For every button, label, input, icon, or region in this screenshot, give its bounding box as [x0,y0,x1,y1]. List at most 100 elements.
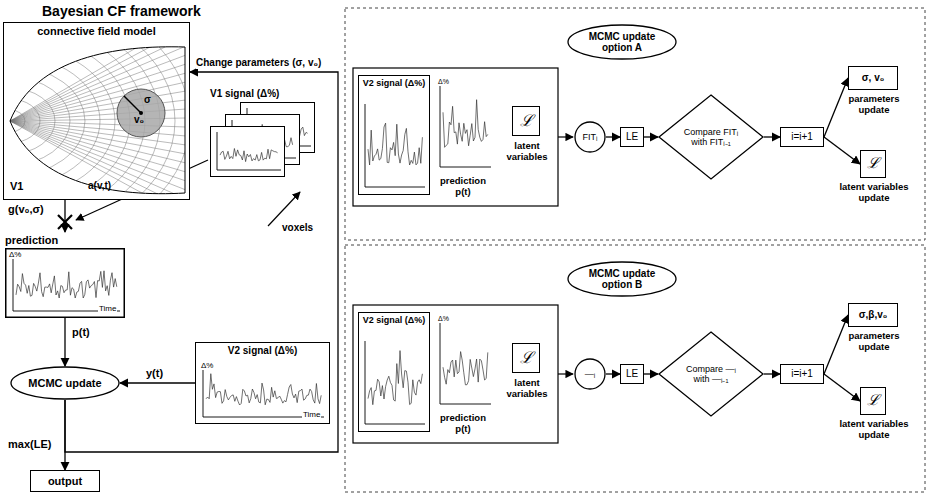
circle-shape [575,122,605,152]
decision-diamond: Compare FITᵢ with FITᵢ₋₁ [658,94,764,180]
option-panel [345,245,925,492]
signal-trace [220,149,278,162]
node-caption: latent variables [499,141,555,163]
node-text: V2 signal (Δ%) [359,76,429,88]
node-text: LE [626,368,638,380]
annotation-label: v₀ [134,114,144,126]
signal-trace [16,271,117,298]
node-text: i=i+1 [791,131,813,143]
node-text: i=i+1 [791,368,813,380]
node-caption: latent variables [499,378,555,400]
plot-area [361,102,426,190]
node-caption: latent variables update [834,419,914,441]
node-text: Compare —ᵢ with —ᵢ₋₁ [681,364,741,385]
prediction-plots [440,84,491,404]
node-text: ℒ [867,392,879,409]
connector-arrow [824,78,848,137]
option-ellipse: MCMC update option B [567,261,677,297]
connector-arrow [824,137,860,164]
mesh-lines [0,0,190,253]
diamond-shape [659,332,763,416]
node-text: V2 signal (Δ%) [359,313,429,325]
plot-axes [203,362,324,417]
parameter-box: σ,β,v₀parameters update [848,303,898,327]
annotation-label: prediction p(t) [434,176,492,198]
connector-arrow [824,315,848,374]
field-circle [117,89,165,137]
le-box: LE [620,127,644,147]
annotation-label: prediction p(t) [434,413,492,435]
node-text: ℒ [520,349,533,367]
connector-arrow [644,373,658,374]
group-arrow [558,136,573,137]
signal-box: V2 signal (Δ%) [358,312,430,432]
connector-arrow [64,318,65,366]
diamond-shape [659,95,763,179]
annotation-label: Δ% [437,315,450,323]
node-text: V2 signal (Δ%) [196,343,329,357]
counter-box: i=i+1 [780,364,824,384]
signal-trace [368,351,422,405]
connector-label: Change parameters (σ, v₀) [196,57,321,69]
plot-axes [440,321,491,404]
annotation-label: voxels [282,222,313,234]
node-text: σ, v₀ [862,72,884,84]
node-text: prediction [5,232,125,247]
connector-arrow [824,374,860,401]
connector-label: max(LE) [8,438,51,451]
node-text: Compare FITᵢ with FITᵢ₋₁ [681,127,741,148]
connector-label: y(t) [146,367,163,380]
option-ellipse: MCMC update option A [567,24,677,60]
connector-arrow [606,136,620,137]
parameter-box: σ, v₀parameters update [848,66,898,90]
ellipse-shape [568,25,676,59]
annotation-label: σ [144,94,151,106]
decision-diamond: Compare —ᵢ with —ᵢ₋₁ [658,331,764,417]
le-box: LE [620,364,644,384]
plot-axes [13,254,120,311]
signal-stack: V1 signal (Δ%) [210,86,320,178]
node-text: connective field model [4,23,189,38]
signal-trace [368,123,422,165]
node-text: MCMC update [28,377,101,390]
circle-shape [575,359,605,389]
signal-trace [443,100,488,148]
node-text: output [48,475,82,488]
connector-arrow [644,136,658,137]
node-text: σ,β,v₀ [859,309,888,321]
connector-arrow [764,373,780,374]
annotation-label: Δ% [8,250,22,259]
model-box: connective field model [3,22,190,200]
node-caption: parameters update [834,94,914,116]
annotation-label: Time [98,304,117,313]
plot-border [6,249,125,318]
annotation-label: Time [302,410,321,419]
connector-arrow [606,373,620,374]
diagram-title: Bayesian CF framework [42,3,201,19]
group-arrow [558,373,573,374]
node-text: —ᵢ [585,369,595,379]
annotation-label: Δ% [200,361,214,370]
option-panel [345,8,925,240]
connector-label: p(t) [72,326,90,339]
v1-outline [10,47,185,194]
plot-area [361,339,426,427]
ellipse-shape [568,262,676,296]
plot-axes [365,104,425,187]
node-caption: parameters update [834,331,914,353]
radius-line [124,96,141,113]
latent-update-box: ℒlatent variables update [860,150,886,178]
input-group [353,68,558,206]
latent-update-box: ℒlatent variables update [860,387,886,415]
node-text: ℒ [867,155,879,172]
node-text: ℒ [520,112,533,130]
counter-box: i=i+1 [780,127,824,147]
output-box: output [30,470,100,492]
connector-label: g(v₀,σ) [8,203,44,216]
update-ellipse: MCMC update [10,366,120,400]
plot-axes [365,341,425,424]
latent-box: ℒlatent variables [512,343,540,373]
node-text: MCMC update option A [580,31,664,54]
node-caption: latent variables update [834,182,914,204]
